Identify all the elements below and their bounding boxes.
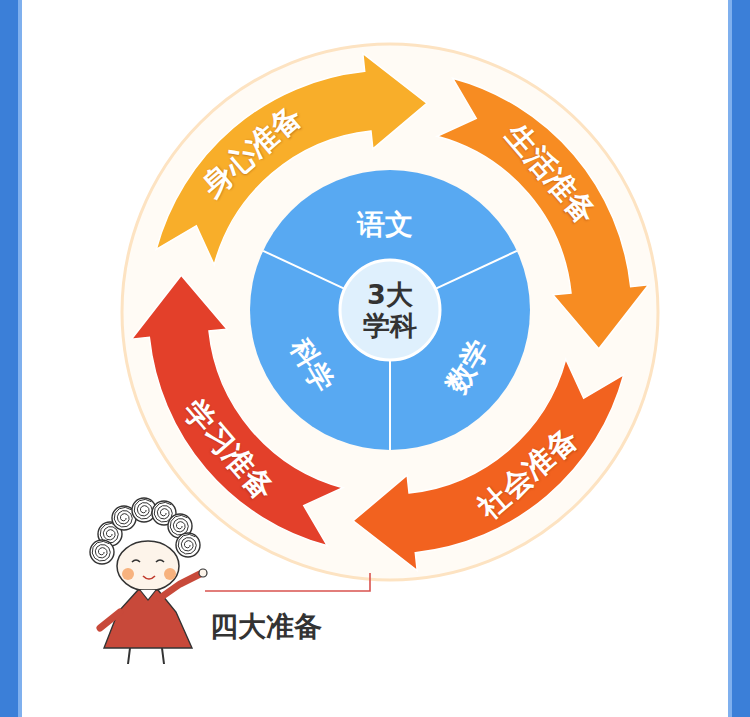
- arrow-label: 社会准备: [472, 423, 583, 524]
- hair-curl: [176, 533, 200, 557]
- subject-circle: 3大 学科语文科学数学: [250, 170, 530, 450]
- arrow-label: 学习准备: [178, 394, 279, 505]
- hair-spiral: [92, 541, 110, 561]
- girl-illustration: [90, 498, 207, 664]
- ring-arrow-node: 社会准备: [472, 423, 583, 524]
- girl-face: [117, 541, 179, 591]
- center-label: 3大 学科: [350, 279, 430, 341]
- girl-eyes: [132, 560, 164, 562]
- leader-line: [205, 573, 370, 591]
- girl-arm: [160, 574, 200, 598]
- girl-legs: [128, 648, 164, 664]
- sector-divider: [389, 360, 391, 450]
- sector-divider: [435, 251, 517, 289]
- arrow-label: 生活准备: [501, 119, 602, 230]
- hair-spiral: [134, 499, 152, 519]
- disc-fill: [250, 170, 530, 450]
- side-bar: [0, 0, 18, 717]
- side-bar: [18, 0, 22, 717]
- ring-arrow-node: 生活准备: [501, 119, 602, 230]
- side-bar: [732, 0, 750, 717]
- girl-collar: [140, 590, 156, 600]
- hair-curl: [90, 540, 114, 564]
- girl-dress: [104, 590, 192, 648]
- girl-hand: [199, 569, 207, 577]
- subject-label: 语文: [357, 211, 413, 239]
- sector-divider: [263, 251, 345, 289]
- girl-cheek: [122, 568, 134, 580]
- hair-spiral: [114, 507, 132, 527]
- subject-sector: 语文: [357, 211, 413, 239]
- ring-arrow-node: 身心准备: [197, 100, 308, 201]
- girl-cheek: [164, 568, 176, 580]
- girl-mouth: [143, 576, 155, 579]
- outer-circle: [122, 44, 658, 580]
- girl-arm: [100, 612, 120, 628]
- hair-spiral: [170, 515, 188, 535]
- ring-arrow-node: 学习准备: [178, 394, 279, 505]
- side-bar: [728, 0, 732, 717]
- hair-spiral: [178, 534, 196, 554]
- arrow-label: 身心准备: [197, 100, 308, 201]
- ring-arrows: [131, 53, 648, 570]
- center-circle: [340, 260, 440, 360]
- callout-label: 四大准备: [210, 613, 322, 641]
